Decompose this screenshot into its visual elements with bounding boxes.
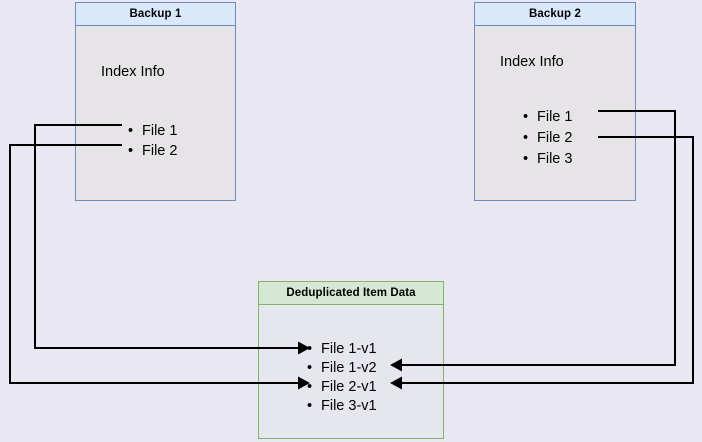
backup-1-box[interactable]: Backup 1 Index Info File 1 File 2 [75,2,236,201]
backup-2-file-list: File 1 File 2 File 3 [523,107,572,170]
list-item: File 1 [523,107,572,128]
list-item: File 1 [128,121,177,141]
list-item: File 2 [128,141,177,161]
list-item: File 3-v1 [307,397,377,416]
backup-2-header-label: Backup 2 [529,8,581,20]
list-item: File 2 [523,128,572,149]
deduplicated-item-data-header-label: Deduplicated Item Data [286,287,416,299]
list-item: File 2-v1 [307,378,377,397]
backup-2-box[interactable]: Backup 2 Index Info File 1 File 2 File 3 [474,2,636,201]
deduplicated-item-data-header: Deduplicated Item Data [259,282,443,305]
backup-1-file-list: File 1 File 2 [128,121,177,161]
list-item: File 1-v2 [307,359,377,378]
backup-2-header: Backup 2 [475,3,635,26]
backup-1-header-label: Backup 1 [129,8,182,20]
backup-2-index-info-label: Index Info [500,54,564,70]
backup-1-header: Backup 1 [76,3,235,26]
deduplicated-item-list: File 1-v1 File 1-v2 File 2-v1 File 3-v1 [307,340,377,416]
deduplicated-item-data-box[interactable]: Deduplicated Item Data File 1-v1 File 1-… [258,281,444,439]
list-item: File 3 [523,149,572,170]
list-item: File 1-v1 [307,340,377,359]
backup-1-index-info-label: Index Info [101,64,165,80]
